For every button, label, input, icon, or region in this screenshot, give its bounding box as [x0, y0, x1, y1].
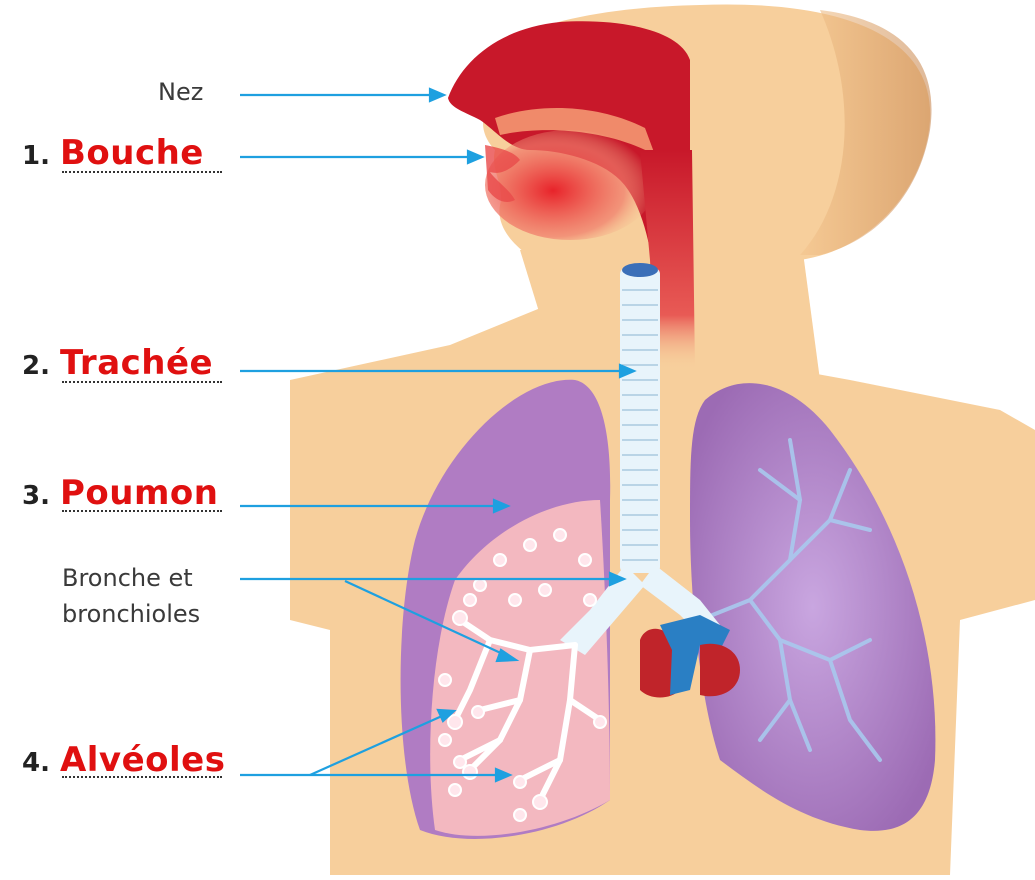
dotted-line-3 [62, 510, 222, 512]
label-poumon: Poumon [60, 473, 218, 513]
label-number-2: 2. [22, 351, 50, 381]
label-nez: Nez [158, 78, 203, 106]
label-bouche: Bouche [60, 133, 204, 173]
label-bronche-line2: bronchioles [62, 596, 200, 632]
mouth-cavity [485, 130, 655, 240]
dotted-line-2 [62, 381, 222, 383]
label-number-1: 1. [22, 141, 50, 171]
trachea [620, 263, 660, 573]
label-bronche-line1: Bronche et [62, 560, 200, 596]
label-row-poumon: 3. Poumon [22, 473, 218, 513]
dotted-line-1 [62, 171, 222, 173]
label-alveoles: Alvéoles [60, 740, 226, 780]
label-trachee: Trachée [60, 343, 213, 383]
label-number-3: 3. [22, 481, 50, 511]
label-row-alveoles: 4. Alvéoles [22, 740, 225, 780]
label-row-trachee: 2. Trachée [22, 343, 213, 383]
dotted-line-4 [62, 776, 222, 778]
label-number-4: 4. [22, 748, 50, 778]
label-row-bouche: 1. Bouche [22, 133, 204, 173]
label-bronche-bronchioles: Bronche et bronchioles [62, 560, 200, 632]
